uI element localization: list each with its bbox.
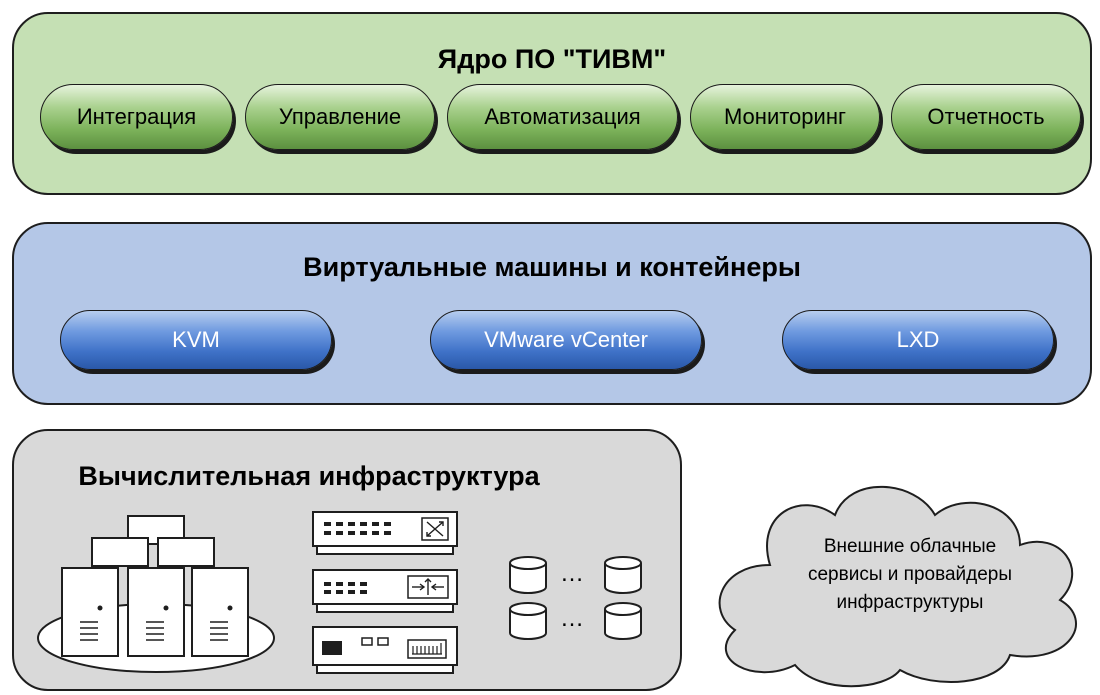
module-monitoring[interactable]: Мониторинг: [690, 84, 880, 150]
module-automation[interactable]: Автоматизация: [447, 84, 678, 150]
infrastructure-title: Вычислительная инфраструктура: [78, 461, 540, 491]
storage-disk-icon: [604, 556, 642, 594]
storage-disk-icon: [509, 556, 547, 594]
firewall-appliance-icon: [312, 626, 458, 674]
cloud-label-line: Внешние облачные: [823, 536, 997, 557]
storage-disk-icon: [509, 602, 547, 640]
platform-kvm[interactable]: KVM: [60, 310, 332, 370]
module-management[interactable]: Управление: [245, 84, 435, 150]
platform-vmware-vcenter[interactable]: VMware vCenter: [430, 310, 702, 370]
storage-ellipsis: …: [560, 605, 584, 632]
platform-lxd[interactable]: LXD: [782, 310, 1054, 370]
module-integration[interactable]: Интеграция: [40, 84, 233, 150]
virtualization-title: Виртуальные машины и контейнеры: [303, 252, 801, 282]
storage-disk-icon: [604, 602, 642, 640]
cloud-label-line: сервисы и провайдеры: [807, 564, 1013, 585]
cloud-label-line: инфраструктуры: [836, 592, 984, 613]
server-cluster-icon: [37, 515, 275, 673]
module-reporting[interactable]: Отчетность: [891, 84, 1081, 150]
router-icon: [312, 569, 458, 613]
cloud-icon: [718, 485, 1077, 688]
core-title: Ядро ПО "ТИВМ": [437, 44, 667, 74]
cloud-label: Внешние облачные сервисы и провайдеры ин…: [760, 533, 1060, 617]
storage-ellipsis: …: [560, 560, 584, 587]
network-switch-icon: [312, 511, 458, 555]
